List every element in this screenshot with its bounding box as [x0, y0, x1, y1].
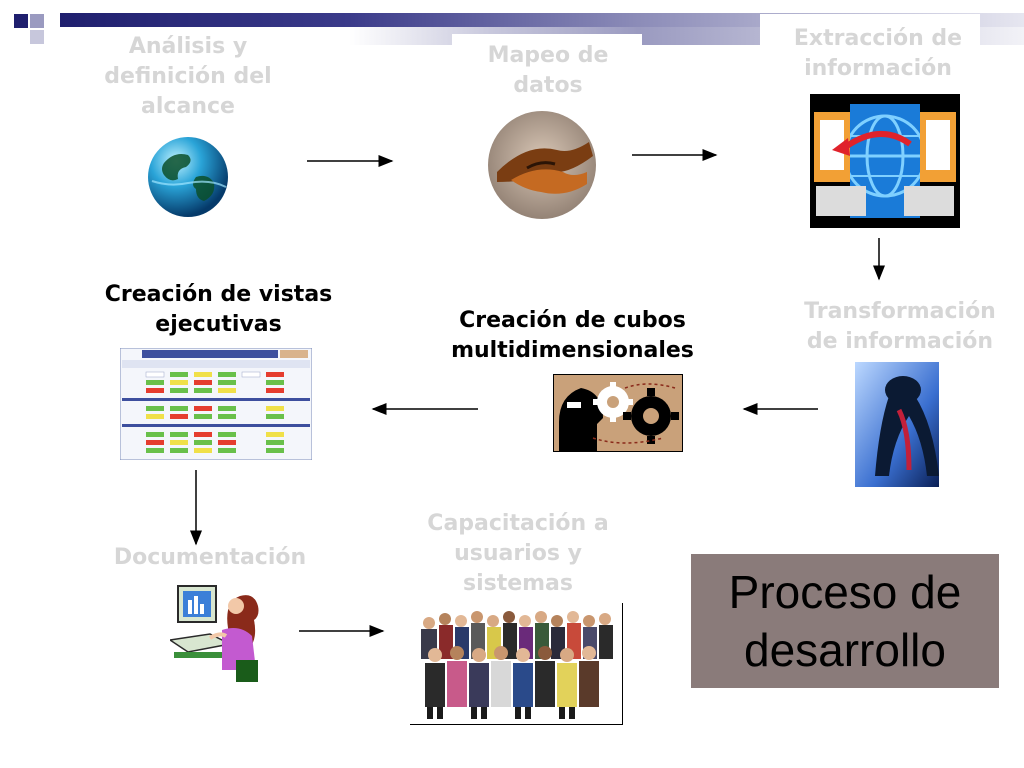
header-mask-3	[760, 14, 980, 46]
head-gears-icon	[553, 374, 683, 452]
crowd-frame-right	[622, 603, 623, 725]
step-label-analisis: Análisis y definición del alcance	[104, 34, 272, 119]
header-mask-2	[452, 34, 642, 52]
step-label-transformacion: Transformación de información	[804, 299, 996, 354]
header-square-light	[30, 14, 44, 28]
page-title: Proceso de desarrollo	[728, 566, 962, 676]
globe-icon	[148, 137, 228, 217]
crowd-frame-bottom	[410, 724, 623, 725]
header-square-pale	[30, 30, 44, 44]
crowd-icon	[411, 603, 623, 725]
header-mask-1	[44, 27, 334, 49]
step-label-capacitacion: Capacitación a usuarios y sistemas	[427, 511, 609, 596]
woman-at-computer-icon	[170, 585, 259, 682]
abstract-figure-icon	[855, 362, 939, 487]
header-square-dark	[14, 14, 28, 28]
title-box: Proceso de desarrollo	[691, 554, 999, 688]
step-label-extraccion: Extracción de información	[793, 26, 963, 81]
step-label-mapeo: Mapeo de datos	[487, 43, 609, 98]
computers-exchange-icon	[810, 94, 960, 228]
step-label-cubos: Creación de cubos multidimensionales	[451, 308, 694, 363]
dashboard-table-icon	[120, 348, 312, 460]
step-label-documentacion: Documentación	[113, 545, 307, 570]
step-label-vistas: Creación de vistas ejecutivas	[104, 282, 333, 337]
handshake-icon	[488, 111, 596, 219]
